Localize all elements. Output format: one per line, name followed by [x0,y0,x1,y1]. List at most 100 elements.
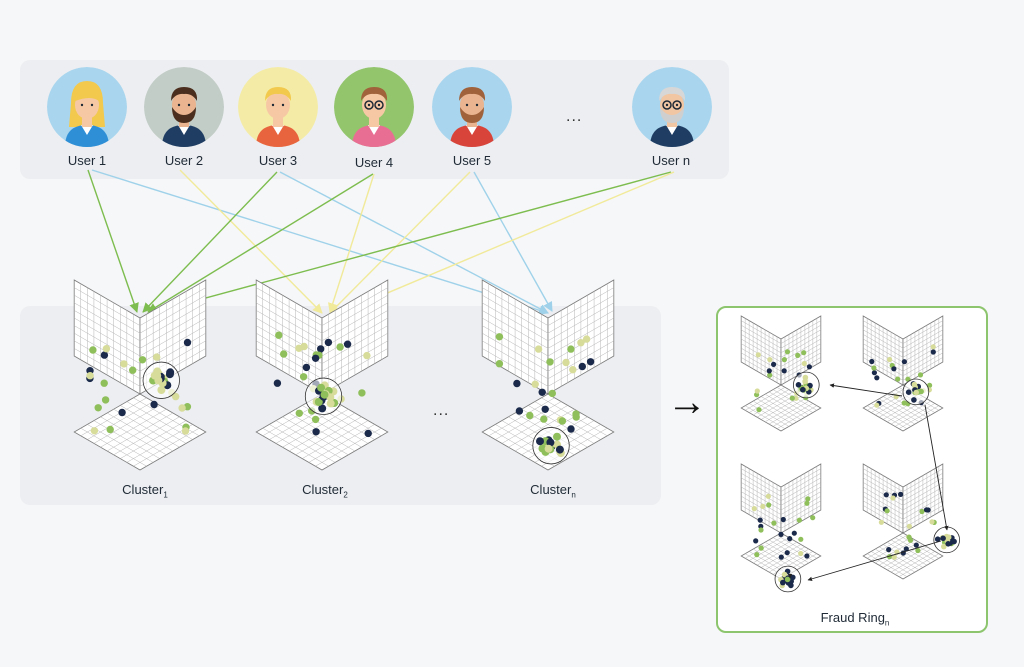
data-point [758,545,764,551]
cluster-point [553,432,561,441]
cluster-point [317,383,326,392]
cluster-point [536,437,544,446]
cluster-label-2: Cluster2 [302,482,348,500]
data-point [86,372,94,380]
right-arrow-icon: → [667,380,707,424]
cluster-point [152,371,161,380]
data-point [101,396,110,404]
cluster-cube-icon [862,463,960,580]
data-point [273,379,282,387]
data-point [106,425,114,434]
users-ellipsis: ... [566,108,583,125]
edge-arrow [339,171,675,315]
user-avatar-n [632,67,712,147]
data-point [766,368,772,374]
data-point [562,358,570,367]
ring-link [829,383,903,397]
cluster-label-n: Clustern [530,482,576,500]
data-point [317,345,325,353]
data-point [758,527,764,533]
edge-arrow [179,169,323,314]
user-avatar-2 [144,67,224,147]
cluster-point [795,382,802,388]
data-point [572,413,580,421]
cluster-point [781,571,788,578]
data-point [311,354,320,362]
data-point [178,404,186,412]
data-point [798,536,804,542]
data-point [919,508,925,515]
data-point [890,495,896,501]
data-point [577,339,585,347]
data-point [569,366,577,374]
data-point [181,427,190,435]
data-point [548,389,556,398]
cluster-point [940,535,946,542]
data-point [755,352,761,358]
data-point [363,351,371,360]
cluster-label-1: Cluster1 [122,482,168,500]
data-point [153,353,161,361]
data-point [757,517,763,523]
data-point [784,550,790,556]
data-point [578,362,586,371]
data-point [275,331,283,339]
data-point [796,517,803,523]
user-cluster-edges [87,169,675,316]
data-point [118,408,126,417]
data-point [546,358,554,366]
data-point [541,405,549,413]
cluster-point [546,438,555,447]
user-avatar-icon [632,67,712,147]
edge-arrow [473,171,553,312]
data-point [871,365,877,371]
data-point [778,554,784,560]
cluster-point [911,397,917,403]
data-point [891,554,897,560]
data-point [495,360,504,368]
cluster-point [802,374,809,381]
cluster-point [318,404,327,413]
cluster-cube-icon [73,279,207,471]
data-point [805,496,811,502]
clusters-ellipsis: ... [433,402,450,419]
user-avatar-3 [238,67,318,147]
data-point [513,379,521,388]
edge-arrow [142,171,278,313]
data-point [90,427,99,435]
data-point [878,519,885,525]
data-point [343,340,352,348]
data-point [586,358,595,366]
data-point [874,375,880,381]
data-point [754,552,760,558]
data-point [791,530,797,536]
user-avatar-icon [144,67,224,147]
data-point [760,503,766,509]
data-point [930,349,936,355]
fraud-ring-links [787,383,949,582]
edge-arrow [87,169,139,313]
data-point [781,368,787,374]
data-point [886,547,892,553]
cluster-point [934,536,941,542]
ring-link [807,540,942,582]
user-avatar-icon [47,67,127,147]
cluster-point [941,543,947,550]
data-point [915,547,921,554]
cluster-cube-icon [481,279,615,471]
data-point [295,409,303,417]
cluster-point [555,445,564,454]
data-point [874,402,880,408]
cluster-cube-icon [255,279,389,471]
data-point [100,379,108,387]
edge-arrow [329,171,471,314]
data-point [801,350,807,356]
edge-arrow [328,173,375,313]
data-point [784,349,791,355]
data-point [884,508,890,514]
data-point [901,400,907,406]
cluster-point [320,390,329,399]
data-point [804,553,810,559]
data-point [771,361,777,367]
